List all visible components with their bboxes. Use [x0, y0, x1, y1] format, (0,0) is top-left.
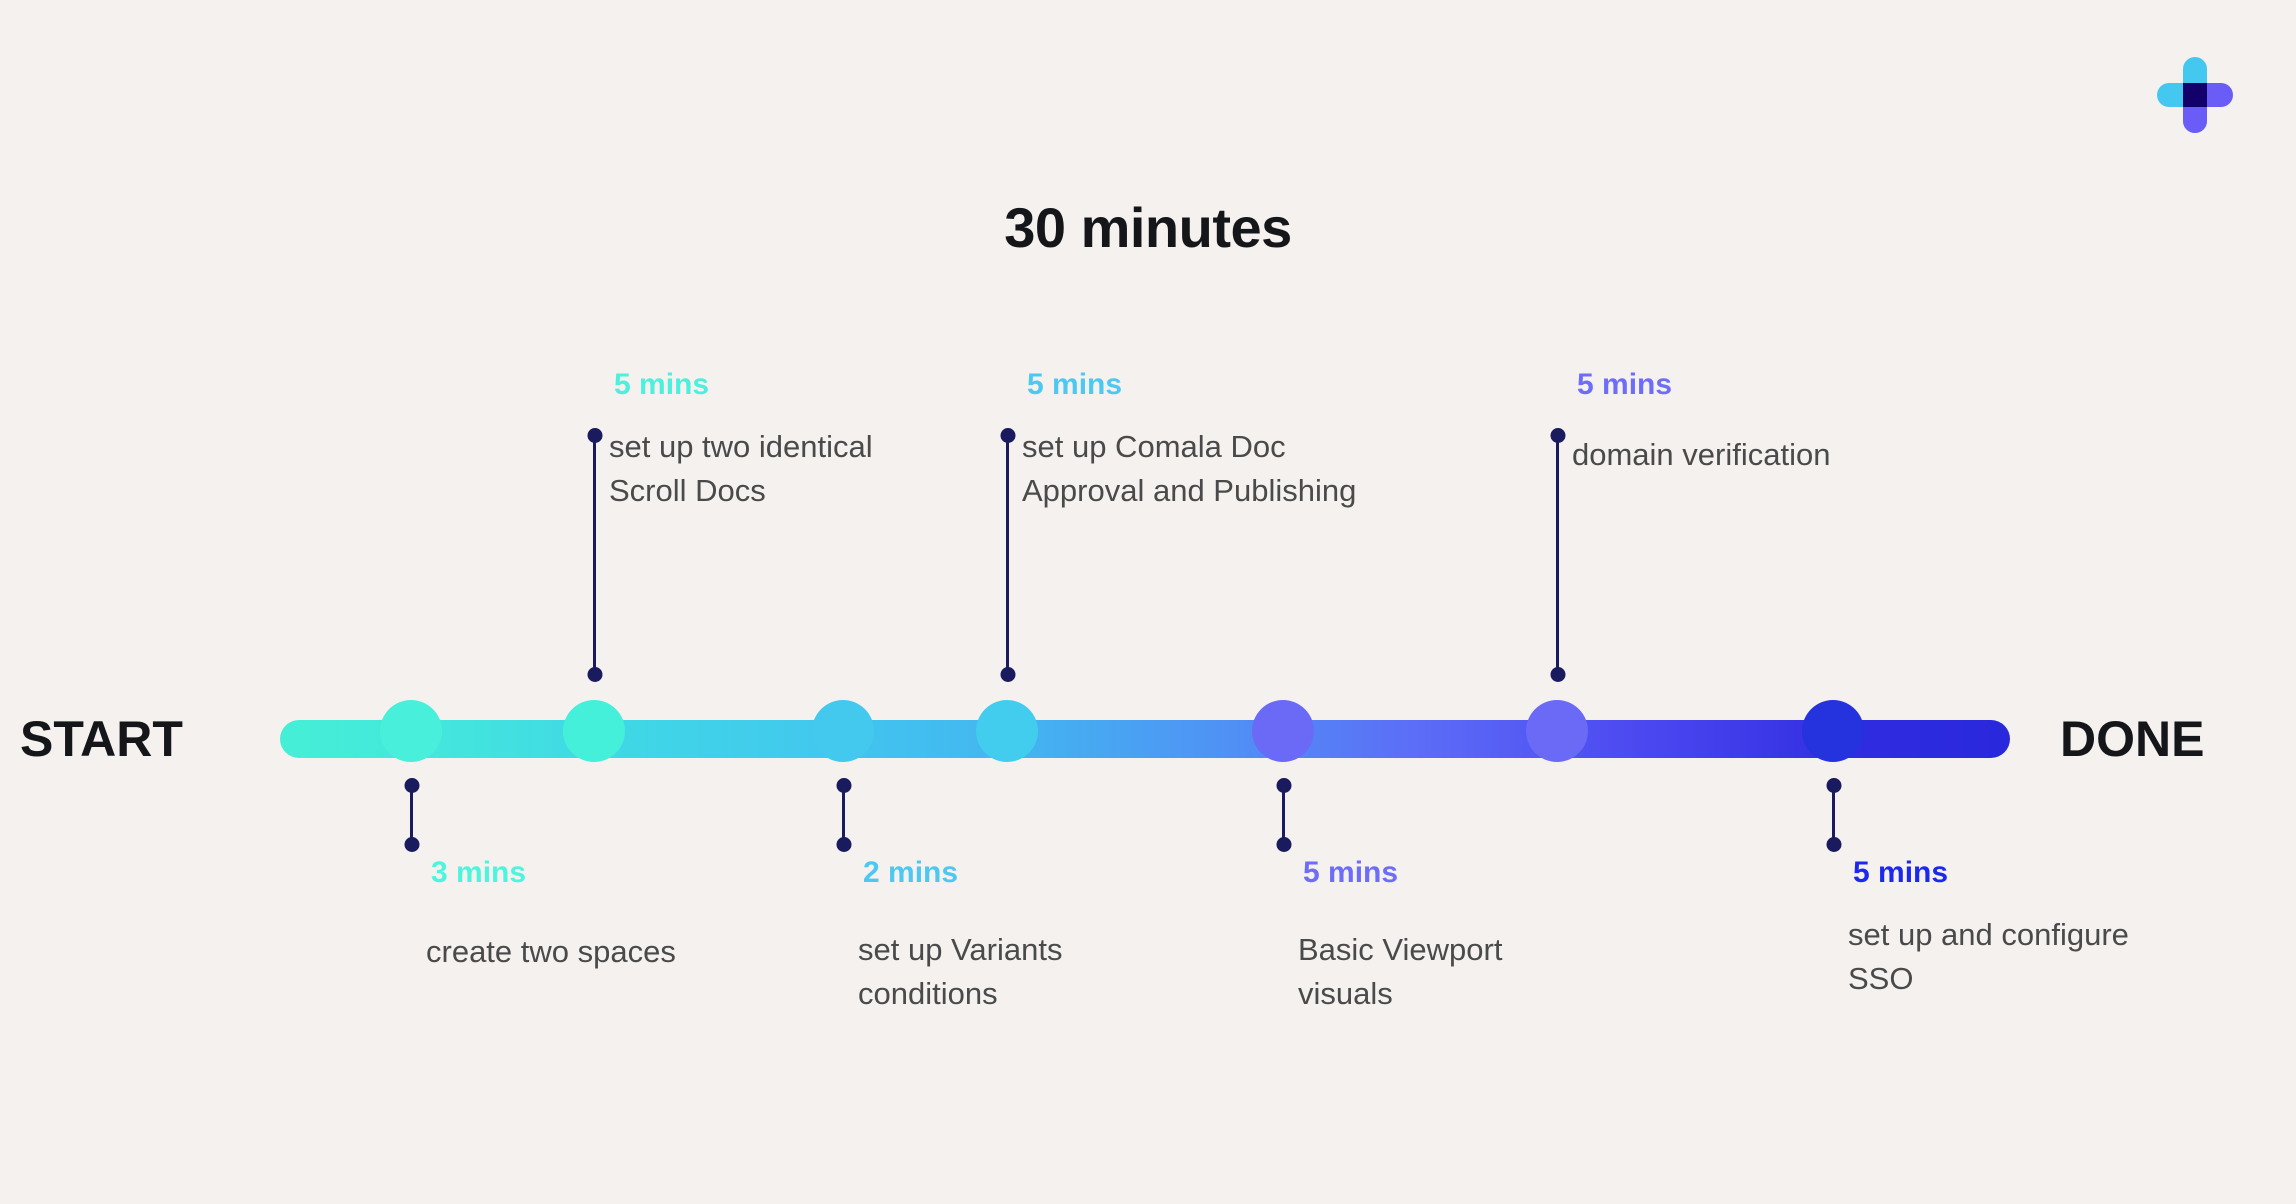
step-duration-3: 2 mins — [863, 856, 959, 889]
step-connector-6 — [1556, 435, 1559, 675]
step-duration-2: 5 mins — [614, 368, 710, 401]
step-connector-1 — [410, 785, 413, 845]
step-description-1: create two spaces — [426, 934, 676, 969]
timeline-node-6[interactable] — [1526, 700, 1588, 762]
timeline-done-label: DONE — [2060, 711, 2205, 767]
timeline-node-1[interactable] — [380, 700, 442, 762]
step-description-2: set up two identical Scroll Docs — [609, 429, 873, 509]
step-description-4: set up Comala Doc Approval and Publishin… — [1022, 429, 1357, 509]
step-duration-7: 5 mins — [1853, 856, 1949, 889]
timeline-node-3[interactable] — [812, 700, 874, 762]
step-duration-4: 5 mins — [1027, 368, 1123, 401]
step-duration-1: 3 mins — [431, 856, 527, 889]
page-title: 30 minutes — [1004, 196, 1292, 259]
timeline-node-2[interactable] — [563, 700, 625, 762]
timeline-node-5[interactable] — [1252, 700, 1314, 762]
step-connector-2 — [593, 435, 596, 675]
timeline-node-4[interactable] — [976, 700, 1038, 762]
step-connector-5 — [1282, 785, 1285, 845]
step-description-5: Basic Viewport visuals — [1298, 932, 1503, 1012]
step-connector-4 — [1006, 435, 1009, 675]
step-description-6: domain verification — [1572, 437, 1831, 472]
step-duration-5: 5 mins — [1303, 856, 1399, 889]
step-duration-6: 5 mins — [1577, 368, 1673, 401]
timeline-gradient-bar — [280, 720, 2010, 758]
step-description-3: set up Variants conditions — [858, 932, 1063, 1012]
step-description-7: set up and configure SSO — [1848, 917, 2129, 997]
step-connector-7 — [1832, 785, 1835, 845]
timeline-node-7[interactable] — [1802, 700, 1864, 762]
timeline-axis: START DONE — [0, 700, 2296, 780]
timeline-start-label: START — [20, 711, 183, 767]
step-connector-3 — [842, 785, 845, 845]
k15t-logo — [2155, 55, 2235, 135]
